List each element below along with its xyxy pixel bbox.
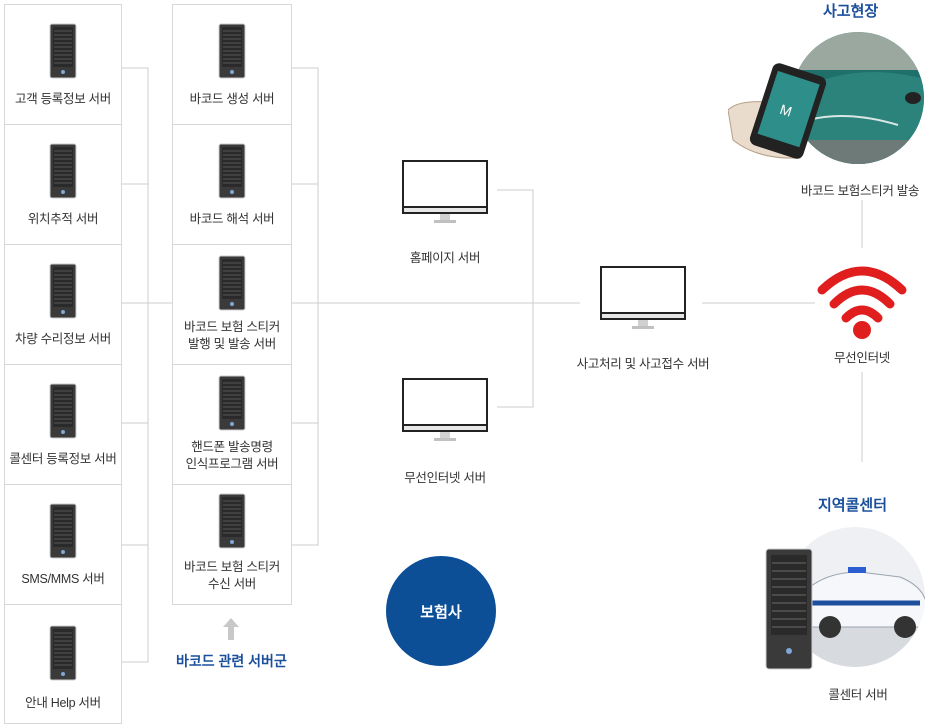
call-center-caption: 콜센터 서버 <box>828 688 888 702</box>
left-server-label: 고객 등록정보 서버 <box>15 92 111 106</box>
server-tower-icon <box>218 143 246 199</box>
accident-scene-caption: 바코드 보험스티커 발송 <box>800 184 920 198</box>
server-tower-icon <box>49 503 77 559</box>
wireless-server-label: 무선인터넷 서버 <box>404 471 486 485</box>
monitor-icon <box>600 266 686 329</box>
left-server-cell: 차량 수리정보 서버 <box>5 245 121 365</box>
server-tower-icon <box>218 375 246 431</box>
left-server-label: SMS/MMS 서버 <box>21 572 105 586</box>
left-server-cell: SMS/MMS 서버 <box>5 485 121 605</box>
server-tower-icon <box>49 23 77 79</box>
svg-text:M: M <box>778 101 794 120</box>
left-server-cell: 안내 Help 서버 <box>5 605 121 723</box>
barcode-server-label: 바코드 해석 서버 <box>189 212 275 226</box>
barcode-server-label: 바코드 생성 서버 <box>189 92 275 106</box>
left-server-cell: 콜센터 등록정보 서버 <box>5 365 121 485</box>
left-server-label: 위치추적 서버 <box>27 212 99 226</box>
call-center-image <box>765 527 925 670</box>
barcode-group-label: 바코드 관련 서버군 <box>176 653 287 669</box>
left-server-label: 안내 Help 서버 <box>25 696 101 710</box>
server-tower-icon <box>218 493 246 549</box>
accident-server-label: 사고처리 및 사고접수 서버 <box>576 357 710 371</box>
left-server-cell: 위치추적 서버 <box>5 125 121 245</box>
barcode-server-cell: 바코드 생성 서버 <box>173 5 291 125</box>
accident-scene-title: 사고현장 <box>823 3 879 20</box>
wifi-icon <box>817 266 907 339</box>
server-tower-icon <box>49 143 77 199</box>
server-tower-icon <box>218 23 246 79</box>
left-server-cell: 고객 등록정보 서버 <box>5 5 121 125</box>
insurer-label: 보험사 <box>420 603 462 621</box>
left-server-label: 콜센터 등록정보 서버 <box>9 452 117 466</box>
server-tower-icon <box>49 263 77 319</box>
accident-phone-image: M <box>728 32 924 164</box>
up-arrow-icon <box>223 618 239 640</box>
barcode-server-cell: 바코드 해석 서버 <box>173 125 291 245</box>
monitor-icon <box>402 160 488 223</box>
server-tower-icon <box>49 383 77 439</box>
left-server-label: 차량 수리정보 서버 <box>15 332 111 346</box>
call-center-title: 지역콜센터 <box>818 497 888 514</box>
insurer-circle: 보험사 <box>386 556 496 666</box>
server-tower-icon <box>218 255 246 311</box>
homepage-server-label: 홈페이지 서버 <box>409 251 481 265</box>
left-server-column: 고객 등록정보 서버 위치추적 서버 차량 수리정보 서버 콜센터 등록정보 서… <box>4 4 122 724</box>
monitor-icon <box>402 378 488 441</box>
server-tower-icon <box>49 625 77 681</box>
wireless-internet-label: 무선인터넷 <box>833 351 890 365</box>
